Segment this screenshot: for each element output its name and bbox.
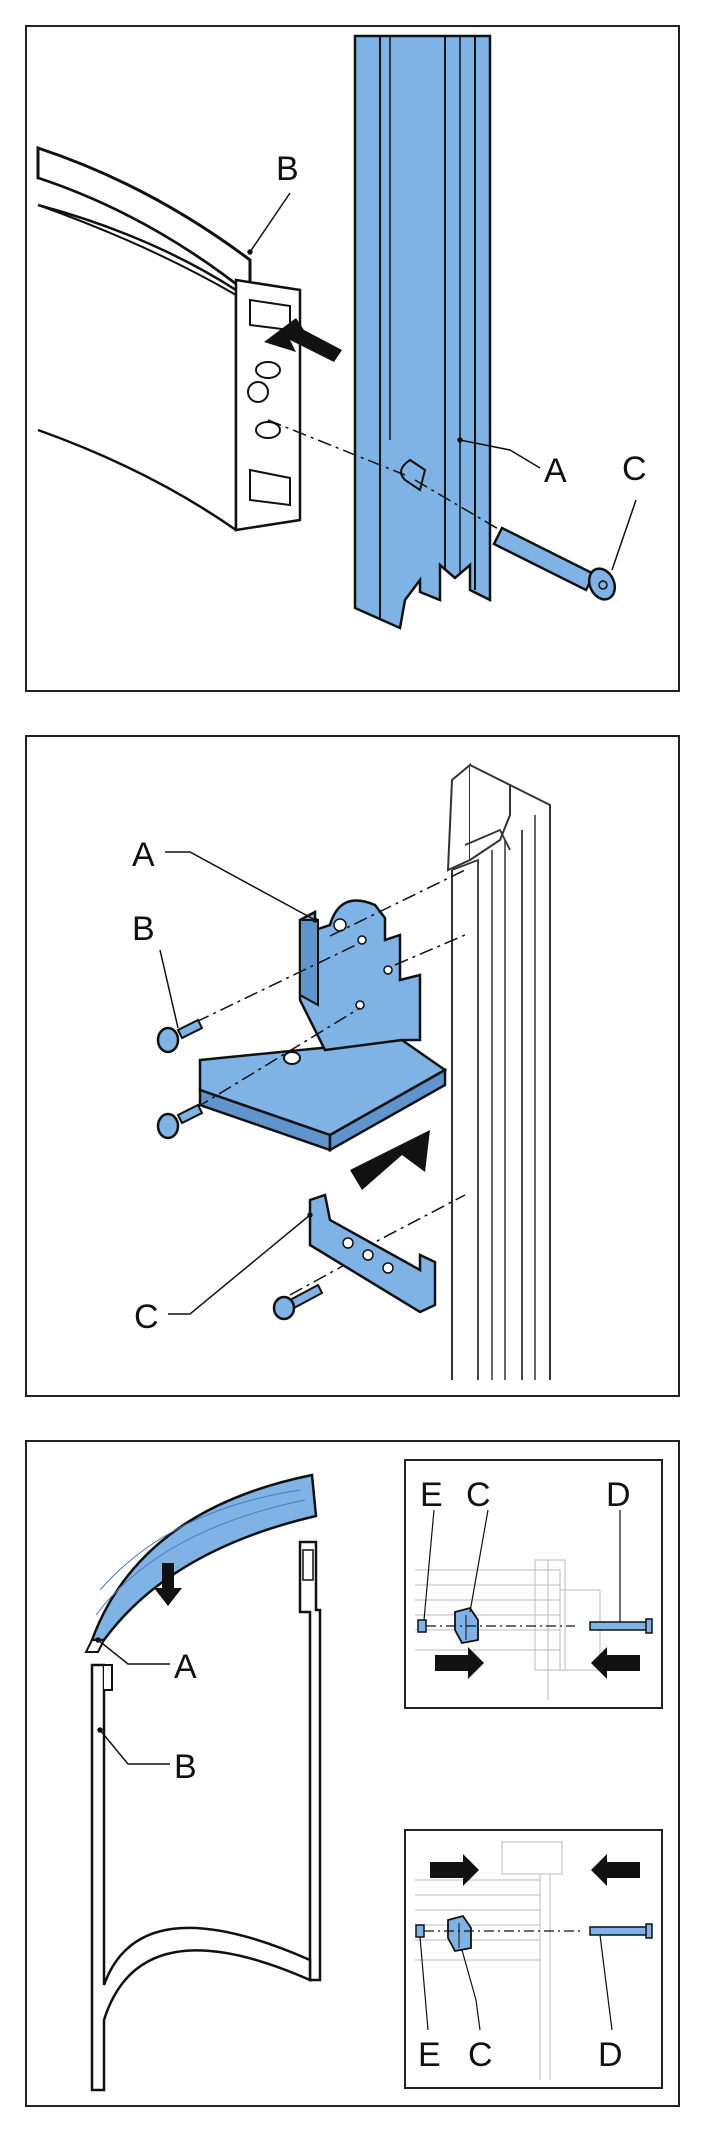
label-c: C [622, 450, 647, 488]
post-a [353, 34, 492, 630]
inset-bottom-part-e [415, 1924, 425, 1938]
bracket-a [198, 899, 448, 1153]
inset-top-label-d: D [606, 1476, 631, 1514]
rail-b [36, 145, 302, 532]
right-arrow-icon [430, 1854, 479, 1886]
plate-c [308, 1193, 437, 1314]
inset-top-part-e [417, 1619, 427, 1633]
down-arrow-icon [154, 1563, 182, 1606]
label-a: A [174, 1648, 197, 1686]
panel-1: B A C [25, 25, 680, 692]
panel-1-frame [25, 25, 680, 692]
screw-c [492, 526, 617, 601]
screw-b-lower [156, 1103, 204, 1140]
left-arrow-icon [591, 1647, 640, 1679]
label-c: C [134, 1298, 159, 1336]
left-arrow-icon [591, 1854, 640, 1886]
right-arrow-icon [435, 1647, 484, 1679]
inset-bottom-screw-d [589, 1926, 649, 1936]
inset-top-label-c: C [466, 1476, 491, 1514]
inset-top-label-e: E [420, 1476, 443, 1514]
label-b: B [276, 150, 299, 188]
label-a: A [132, 836, 155, 874]
inset-bottom-label-d: D [598, 2036, 623, 2074]
inset-bottom: E C D [404, 1829, 663, 2089]
inset-bottom-label-e: E [418, 2036, 441, 2074]
inset-bottom-label-c: C [468, 2036, 493, 2074]
right-post [298, 1540, 322, 1982]
panel-3: A B [25, 1440, 680, 2107]
alignment-line [267, 419, 406, 476]
label-b: B [132, 910, 155, 948]
inset-bottom-clip-c [447, 1914, 472, 1953]
screw-b-upper [156, 1018, 204, 1054]
panel-2: A B C [25, 735, 680, 1397]
inset-top: E C D [404, 1459, 663, 1709]
label-b: B [174, 1748, 197, 1786]
screw-c [272, 1283, 324, 1321]
push-arrow-icon [350, 1130, 430, 1190]
label-a: A [544, 452, 567, 490]
post-outline [446, 762, 551, 1380]
curved-frame-b [90, 1663, 312, 2092]
push-arrow-icon [264, 318, 342, 362]
inset-top-screw-d [589, 1621, 649, 1631]
